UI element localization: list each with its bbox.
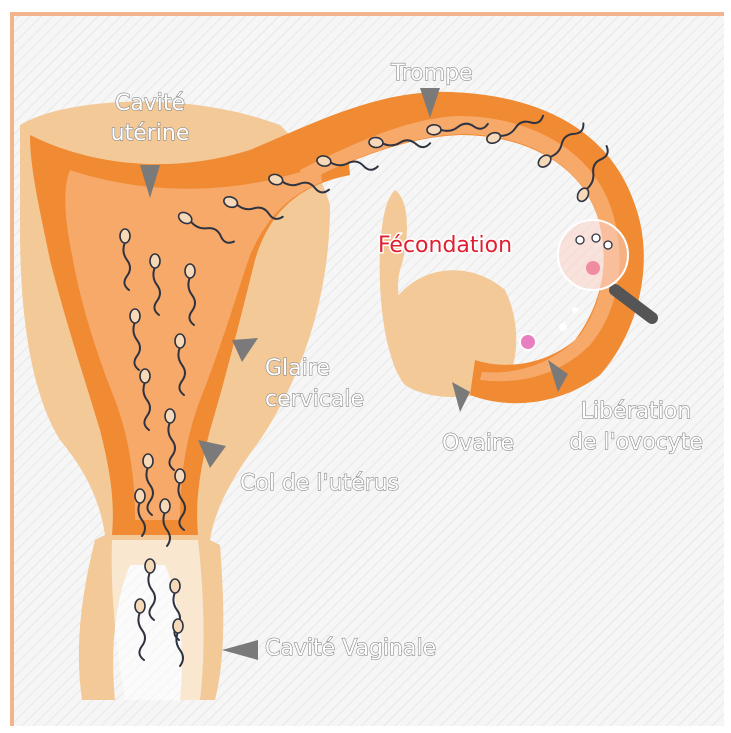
sperm-head-small	[592, 234, 600, 242]
ovocyte-small	[559, 323, 567, 331]
vaginal-cavity	[112, 540, 204, 700]
label-liberation-line2: de l'ovocyte	[569, 430, 703, 455]
ovocyte-small	[572, 307, 578, 313]
label-cavite-uterine-line2: utérine	[111, 121, 190, 146]
sperm-head-small	[604, 241, 612, 249]
magnifier-lens	[558, 220, 628, 290]
label-col-uterus: Col de l'utérus	[240, 471, 399, 496]
ovocyte-fertilized	[586, 261, 600, 275]
label-glaire-line1: Glaire	[265, 356, 330, 381]
label-ovaire: Ovaire	[442, 431, 514, 456]
label-fecondation: Fécondation	[378, 233, 512, 258]
label-liberation-line1: Libération	[581, 399, 692, 424]
label-trompe: Trompe	[390, 61, 472, 86]
label-cavite-uterine-line1: Cavité	[115, 91, 185, 116]
label-glaire-line2: cervicale	[265, 387, 364, 412]
ovocyte-released	[520, 334, 536, 350]
frame-left-border	[10, 12, 14, 726]
frame-top-border	[10, 12, 724, 16]
label-cavite-vaginale: Cavité Vaginale	[265, 636, 436, 661]
sperm-head-small	[576, 236, 584, 244]
